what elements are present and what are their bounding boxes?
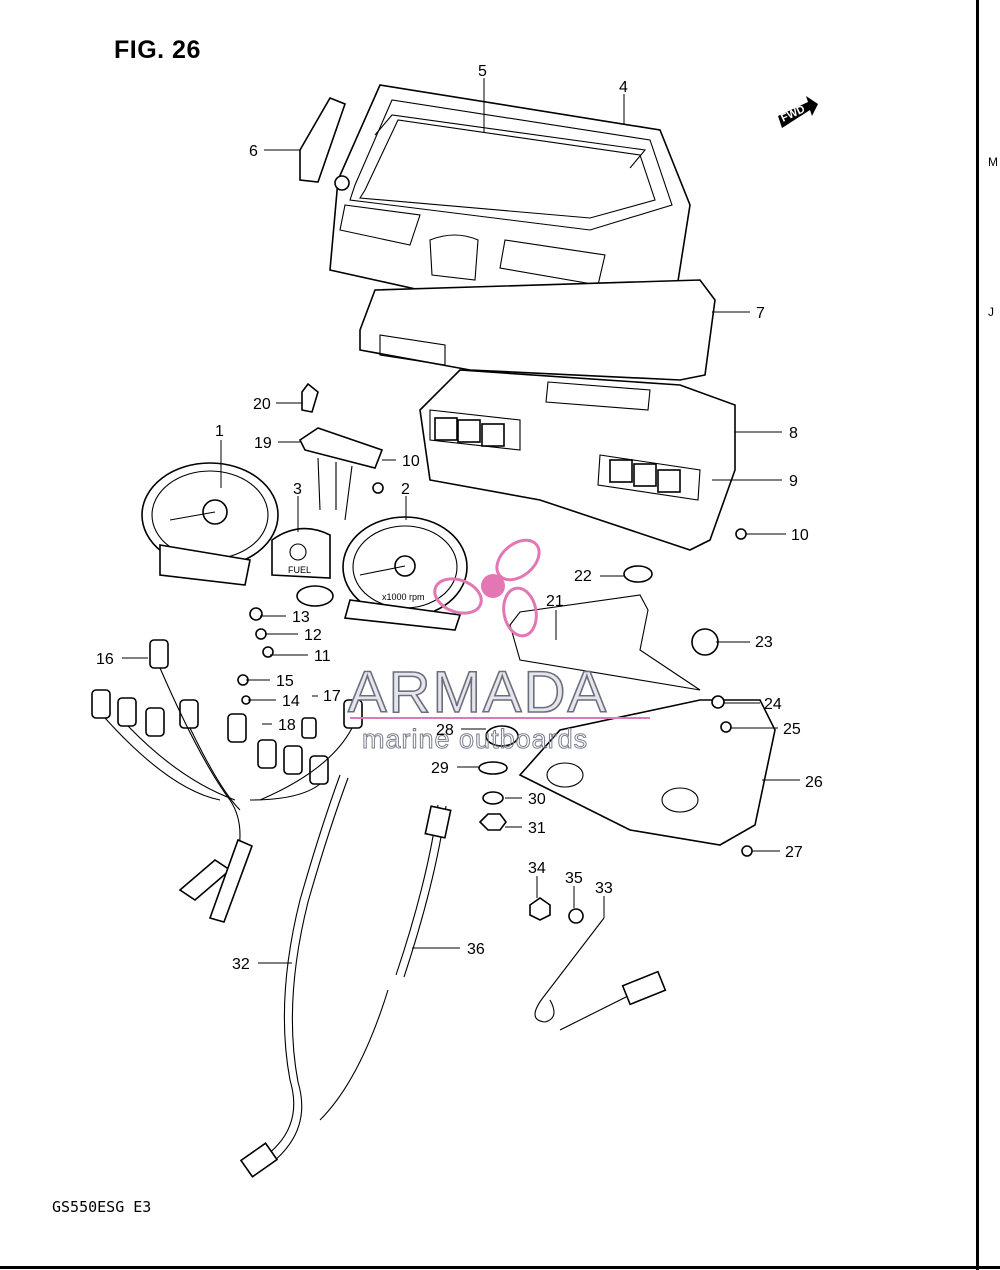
- callout-11: 11: [314, 648, 331, 665]
- fwd-arrow-icon: FWD: [778, 96, 818, 128]
- callout-31: 31: [528, 820, 546, 837]
- callout-4: 4: [619, 79, 628, 96]
- callout-13: 13: [292, 609, 310, 626]
- tacho-unit-label: x1000 rpm: [382, 592, 425, 602]
- bulb-socket-harness: [91, 639, 363, 923]
- callout-29: 29: [431, 760, 449, 777]
- callout-19: 19: [254, 435, 272, 452]
- callout-14: 14: [282, 693, 300, 710]
- cable-coupling: [621, 970, 667, 1006]
- callout-5: 5: [478, 63, 487, 80]
- callout-24: 24: [764, 696, 782, 713]
- callout-20: 20: [253, 396, 271, 413]
- callout-18: 18: [278, 717, 296, 734]
- washer-35: [568, 908, 584, 924]
- meter-housing: [419, 369, 736, 551]
- washer-24: [711, 695, 725, 709]
- callout-30: 30: [528, 791, 546, 808]
- bolt-34: [529, 897, 551, 921]
- callout-leaders: [122, 78, 800, 964]
- page-border-bottom: [0, 1266, 1000, 1269]
- callout-15: 15: [276, 673, 294, 690]
- callout-2: 2: [401, 481, 410, 498]
- callout-labels: 1 2 3 4 5 6 7 8 9 10 10 11 12 13 14 15 1…: [96, 63, 823, 973]
- meter-bracket: [509, 594, 701, 691]
- callout-6: 6: [249, 143, 258, 160]
- callout-16: 16: [96, 651, 114, 668]
- washer-30: [482, 791, 504, 805]
- propeller-logo: [433, 538, 541, 638]
- tachometer-cable: [395, 804, 452, 978]
- callout-27: 27: [785, 844, 803, 861]
- lower-case-window: [379, 334, 446, 366]
- meter-lower-cover: [518, 699, 776, 846]
- meter-lower-case: [359, 279, 716, 381]
- callout-10-lower: 10: [791, 527, 809, 544]
- callout-23: 23: [755, 634, 773, 651]
- watermark-brand-fill: ARMADA: [348, 660, 608, 725]
- callout-32: 32: [232, 956, 250, 973]
- figure-title: FIG. 26: [114, 36, 201, 64]
- grommet-28: [485, 725, 519, 747]
- model-code: GS550ESG E3: [52, 1198, 152, 1216]
- cushion-rubber: [691, 628, 719, 656]
- callout-7: 7: [756, 305, 765, 322]
- nut-25: [720, 721, 732, 733]
- screw-27: [741, 845, 753, 857]
- callout-8: 8: [789, 425, 798, 442]
- callout-22: 22: [574, 568, 592, 585]
- callout-10-upper: 10: [402, 453, 420, 470]
- callout-17: 17: [323, 688, 341, 705]
- edge-mark-m: M: [988, 155, 998, 169]
- bulb-connector-block: [298, 427, 384, 521]
- indicator-lens-strip: [299, 96, 347, 183]
- small-cap: [301, 382, 319, 413]
- page-border-right: [976, 0, 979, 1270]
- speedometer: [141, 462, 279, 586]
- fuel-gauge: FUEL: [271, 527, 334, 607]
- meter-lens: [374, 114, 647, 169]
- callout-34: 34: [528, 860, 546, 877]
- callout-1: 1: [215, 423, 224, 440]
- callout-9: 9: [789, 473, 798, 490]
- cable-clamp: [534, 917, 605, 1023]
- nut-31: [478, 813, 507, 831]
- callout-21: 21: [546, 593, 564, 610]
- bulb-socket-set: [434, 417, 681, 493]
- fwd-label: FWD: [779, 103, 807, 124]
- washer-29: [478, 761, 508, 775]
- callout-28: 28: [436, 722, 454, 739]
- callout-3: 3: [293, 481, 302, 498]
- edge-mark-j: J: [988, 305, 994, 319]
- speedometer-cable: [239, 774, 389, 1178]
- watermark: ARMADA ARMADA marine outboards: [347, 538, 650, 755]
- callout-33: 33: [595, 880, 613, 897]
- callout-26: 26: [805, 774, 823, 791]
- watermark-brand: ARMADA: [348, 660, 608, 725]
- callout-35: 35: [565, 870, 583, 887]
- grommet-upper: [623, 565, 653, 583]
- fuel-label: FUEL: [288, 565, 311, 575]
- callout-36: 36: [467, 941, 485, 958]
- tachometer: x1000 rpm: [342, 516, 468, 631]
- callout-12: 12: [304, 627, 322, 644]
- callout-25: 25: [783, 721, 801, 738]
